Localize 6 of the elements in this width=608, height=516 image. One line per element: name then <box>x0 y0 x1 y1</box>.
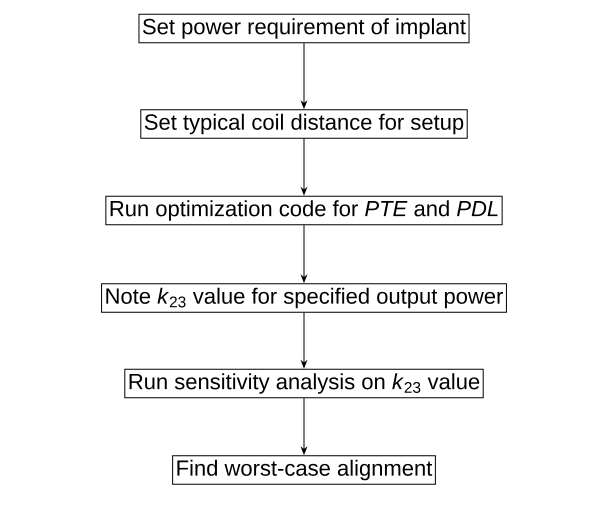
process-box: Find worst-case alignment <box>172 455 436 485</box>
process-box: Note k$_{23}$ value for specified output power <box>101 283 507 313</box>
process-box: Run optimization code for PTE and PDL <box>105 196 503 226</box>
process-box: Set power requirement of implant <box>138 14 470 44</box>
process-box: Run sensitivity analysis on k$_{23}$ value <box>124 368 484 398</box>
process-box: Set typical coil distance for setup <box>140 109 468 139</box>
